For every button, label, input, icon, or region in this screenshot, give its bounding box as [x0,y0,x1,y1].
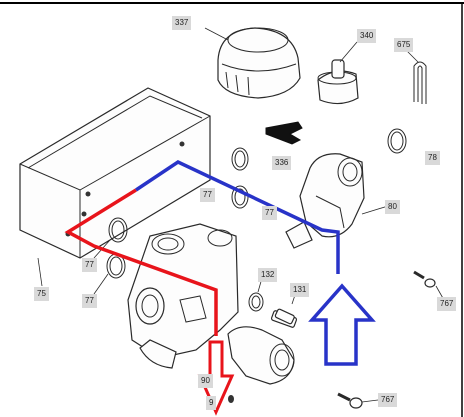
label-767-lower: 767 [378,393,398,407]
valve-body-part-80 [285,153,389,249]
label-77-left-lower: 77 [82,294,97,308]
label-78: 78 [425,151,440,165]
clip-part-675 [403,47,427,104]
label-77-left-upper: 77 [82,258,97,272]
label-132: 132 [258,268,278,282]
label-131: 131 [290,283,310,297]
label-77-upper: 77 [200,188,215,202]
label-75: 75 [34,287,49,301]
label-77-middle: 77 [262,206,277,220]
label-9: 9 [206,396,217,410]
sensor-part-340 [317,41,359,105]
label-340: 340 [357,29,377,43]
oring-group-77 [93,147,249,295]
valve-assembly-part-90 [127,223,298,385]
oring-part-78 [387,128,407,154]
label-337: 337 [172,16,192,30]
label-767-upper: 767 [437,297,457,311]
screw-part-767-upper [413,270,445,301]
screw-part-767-lower [337,392,379,409]
blue-flow-path [135,159,376,366]
clip-part-336 [265,121,303,145]
label-90: 90 [198,374,213,388]
label-675: 675 [394,38,414,52]
cover-part-337 [204,27,301,99]
label-336: 336 [272,156,292,170]
label-80: 80 [385,200,400,214]
